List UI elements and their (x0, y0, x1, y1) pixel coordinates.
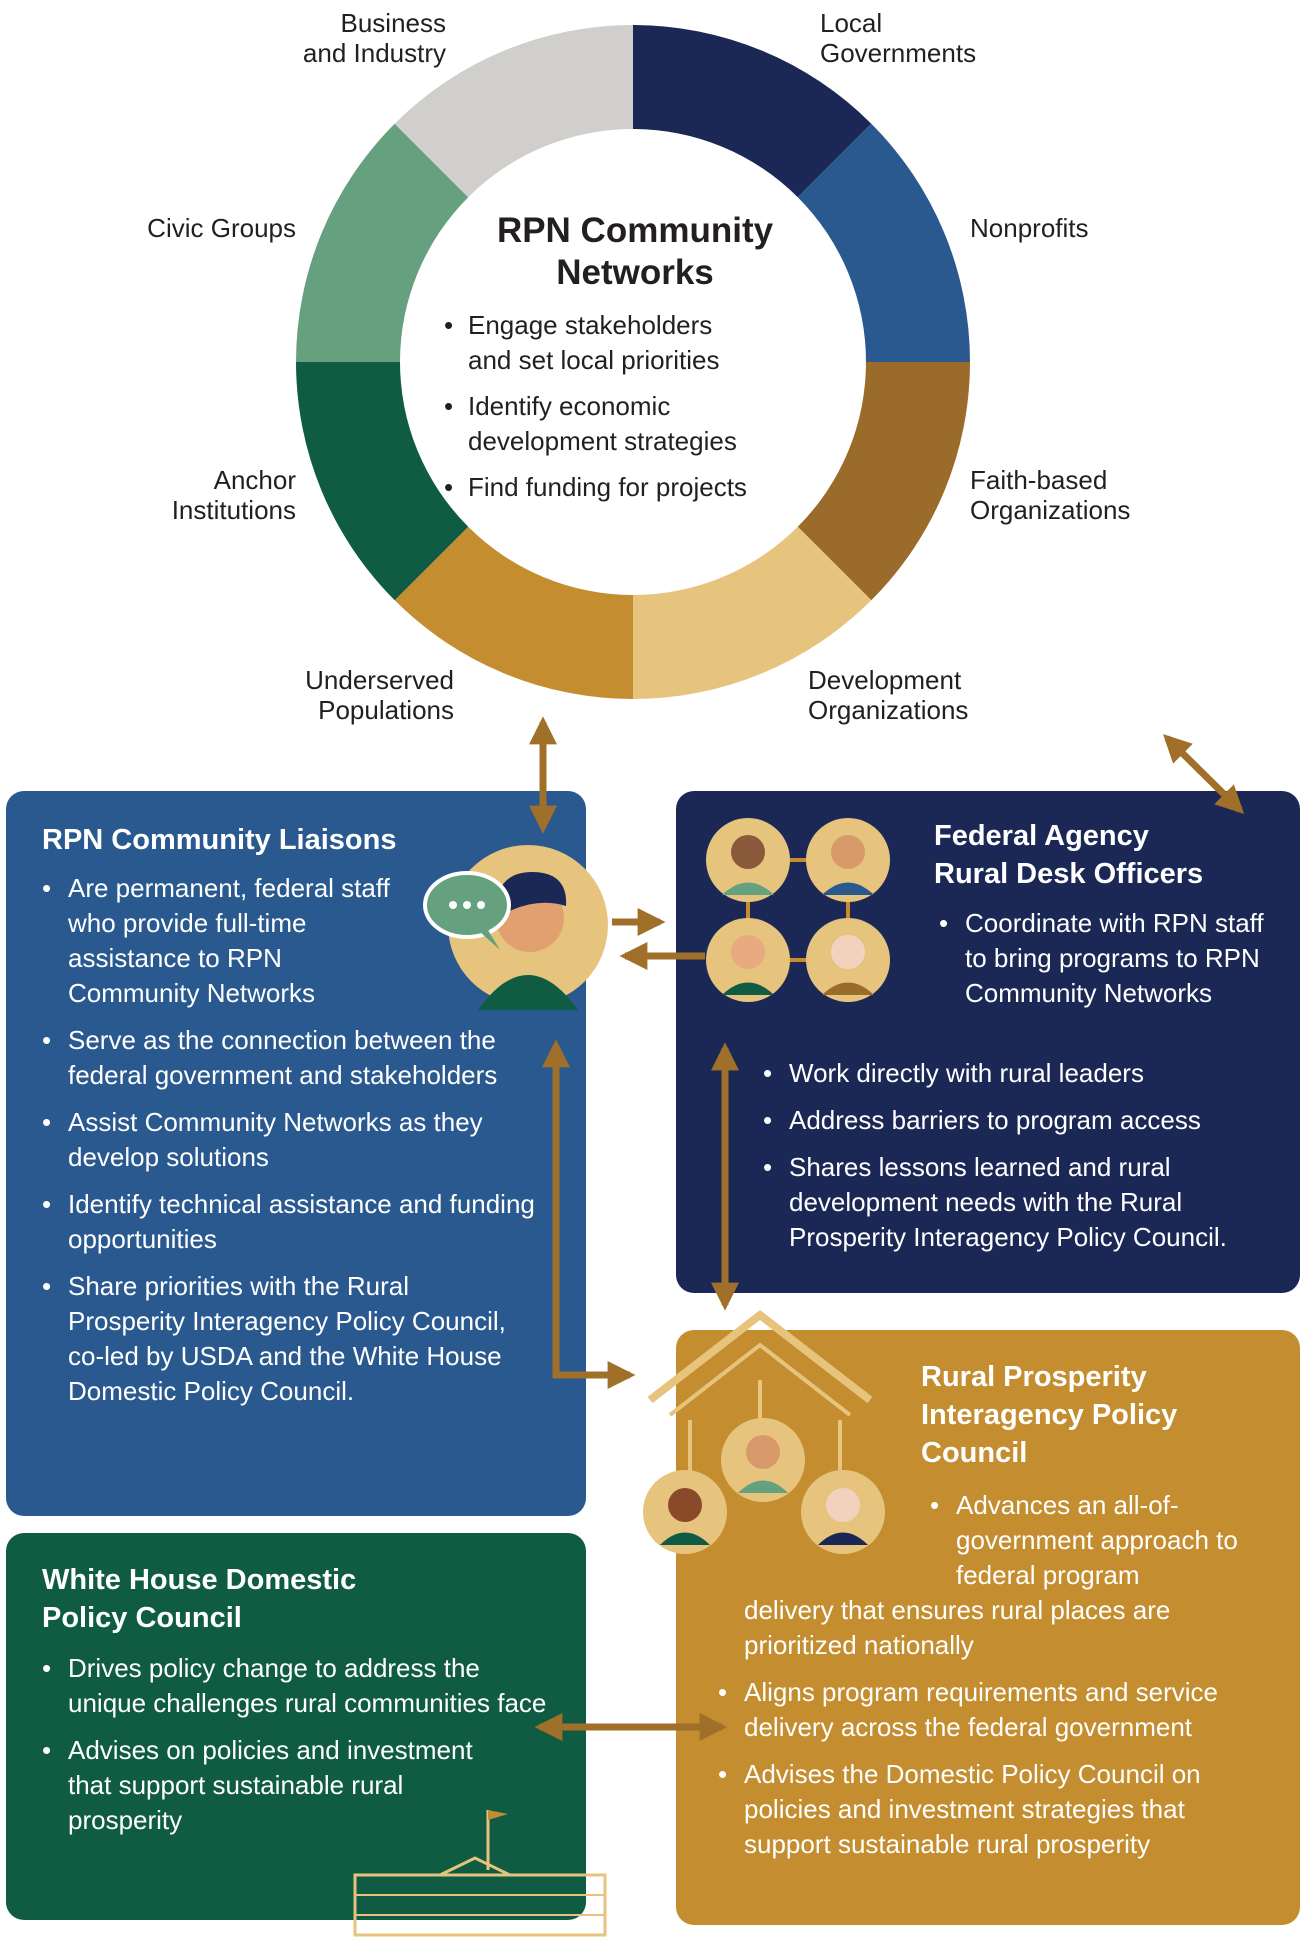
ring-segment-local (633, 25, 872, 198)
whitehouse-bullet: Drives policy change to address the uniq… (42, 1651, 552, 1721)
bullet-dot: • (930, 1490, 940, 1520)
federal-bullet: Coordinate with RPN staff to bring progr… (939, 906, 1274, 1011)
council-bullet-top: •Advances an all-of-government approach … (930, 1490, 1238, 1590)
council-bullets: Aligns program requirements and service … (718, 1675, 1263, 1874)
ring-segment-anchor (296, 362, 469, 601)
council-bullet: Advises the Domestic Policy Council on p… (718, 1757, 1263, 1862)
council-bullet-top-cont: delivery that ensures rural places are p… (744, 1595, 1171, 1660)
arrow-ring-to-federal (1163, 734, 1244, 814)
federal-bullet: Work directly with rural leaders (763, 1056, 1288, 1091)
federal-bullets: Work directly with rural leaders Address… (763, 1056, 1288, 1267)
ring-center-bullet: Find funding for projects (440, 470, 830, 505)
liaisons-bullet: Assist Community Networks as they develo… (42, 1105, 542, 1175)
federal-bullets-top: Coordinate with RPN staff to bring progr… (939, 906, 1274, 1023)
liaisons-bullet: Are permanent, federal staff who provide… (42, 871, 402, 1011)
council-roof-group-icon (643, 1309, 885, 1554)
ring-segment-nonprofits (797, 123, 970, 362)
whitehouse-bullet: Advises on policies and investment that … (42, 1733, 498, 1838)
ring-segment-business (394, 25, 633, 198)
ring-segment-underserved (394, 526, 633, 699)
liaisons-bullet: Serve as the connection between the fede… (42, 1023, 508, 1093)
ring-segment-faith (797, 362, 970, 601)
ring-segment-civic (296, 123, 469, 362)
federal-bullet: Address barriers to program access (763, 1103, 1288, 1138)
speech-bubble-icon (423, 871, 511, 950)
arrow-liaisons-to-council (542, 1039, 636, 1389)
federal-bullet: Shares lessons learned and rural develop… (763, 1150, 1288, 1255)
liaisons-bullets-b: Serve as the connection between the fede… (42, 1023, 542, 1421)
ring-label-nonprofits: Nonprofits (970, 213, 1089, 243)
whitehouse-bullets: Drives policy change to address the uniq… (42, 1651, 552, 1850)
desk-officers-group-icon (706, 818, 890, 1002)
council-bullet: Aligns program requirements and service … (718, 1675, 1263, 1745)
liaisons-title: RPN Community Liaisons (42, 824, 397, 856)
liaisons-bullet: Identify technical assistance and fundin… (42, 1187, 542, 1257)
arrow-liaison-to-federal (612, 908, 705, 970)
liaisons-bullets-a: Are permanent, federal staff who provide… (42, 871, 402, 1023)
ring-label-civic: Civic Groups (147, 213, 296, 243)
ring-segment-development (633, 526, 872, 699)
white-house-icon (353, 1810, 607, 1937)
liaisons-bullet: Share priorities with the Rural Prosperi… (42, 1269, 508, 1409)
liaisons-box: RPN Community Liaisons Are permanent, fe… (6, 791, 586, 1516)
